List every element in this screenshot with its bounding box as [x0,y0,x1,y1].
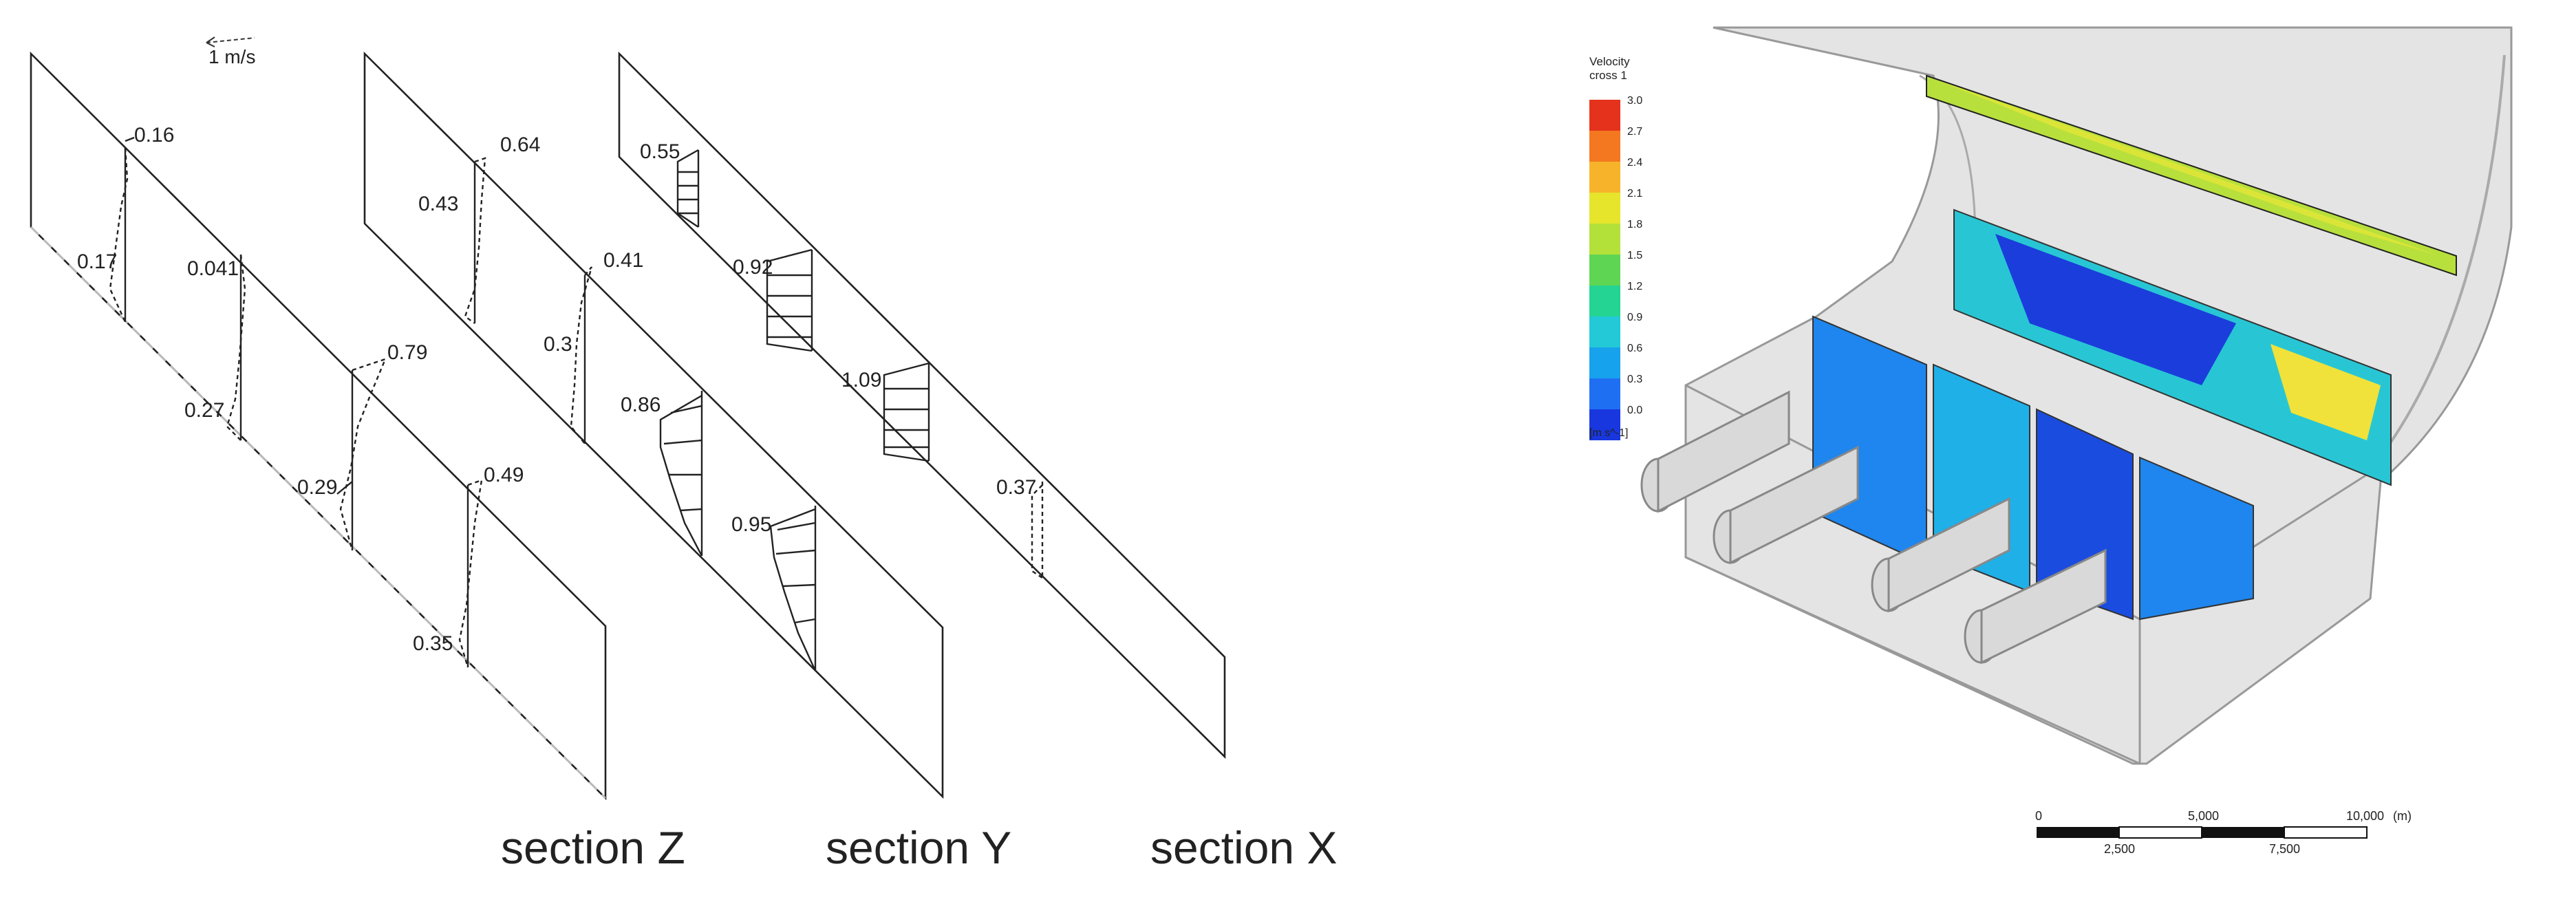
velocity-profiles [109,136,1044,671]
legend-swatch [1589,347,1620,378]
profile-z2-curve [226,254,246,441]
contour-top-band [1940,81,2436,255]
profile-y3-curve [659,391,703,557]
value-label-z6: 0.29 [297,476,337,499]
hull-side-curve [2365,54,2506,476]
legend-swatch [1589,100,1620,131]
contour-middle-high [2271,344,2381,440]
legend-swatch [1589,193,1620,224]
cfd-3d-render [1640,26,2513,765]
section-x-plane [618,51,1226,760]
legend-title-line1: Velocity [1589,55,1630,68]
scale-bar: 0 5,000 10,000 (m) 2,500 7,500 [2035,809,2412,856]
legend-tick-label: 2.7 [1627,126,1642,138]
value-label-z5: 0.79 [387,341,427,364]
scale-bar-label-0: 0 [2035,809,2042,823]
profile-z3-arrow [336,481,353,495]
profile-y3-arrows [663,405,702,512]
value-label-x4: 0.37 [996,476,1036,499]
profile-x2-arrows [767,274,812,338]
legend-tick-label: 3.0 [1627,95,1642,107]
legend-swatch [1589,316,1620,347]
value-label-z8: 0.35 [413,632,453,655]
profile-x1-arrows [678,171,698,215]
scale-bar-label-5000: 5,000 [2188,809,2219,823]
section-z-title: section Z [501,822,685,873]
profile-x2-curve [766,248,813,352]
legend-tick-label: 0.9 [1627,312,1642,323]
value-label-z3: 0.041 [187,257,239,280]
section-z-dashed-line [30,226,606,799]
legend-tick-label: 0.3 [1627,374,1642,385]
value-label-y2: 0.43 [418,193,458,215]
value-label-y4: 0.3 [544,333,572,356]
legend-tick-label: 2.1 [1627,188,1642,200]
legend-tick-label: 0.6 [1627,343,1642,354]
contour-slice-low-3 [2036,408,2134,621]
profile-x1-curve [676,149,700,228]
profile-z1-curve [109,147,129,323]
section-y-plane [363,51,944,799]
isometric-sections-diagram [30,51,1226,801]
profile-x3-curve [883,362,930,462]
contour-middle-low [1995,234,2236,385]
contour-slice-low-4 [2139,456,2254,621]
profile-y4-arrows [775,521,816,624]
inlet-pipes [1640,390,2107,665]
profile-y2-curve [570,266,593,444]
profile-z3-curve [339,358,387,551]
profile-y1-curve [464,157,486,324]
section-y-title: section Y [826,822,1011,873]
legend-swatch [1589,409,1620,440]
value-label-y3: 0.41 [603,249,643,272]
legend-tick-label: 0.0 [1627,405,1642,416]
value-label-z1: 0.16 [134,124,174,147]
legend-tick-label: 1.8 [1627,219,1642,230]
value-label-x3: 1.09 [841,369,881,391]
value-label-y6: 0.95 [731,513,771,536]
scale-arrow-label: 1 m/s [208,46,255,67]
scale-arrow [206,36,255,47]
legend-swatch [1589,162,1620,193]
legend-ticks: 3.0 2.7 2.4 2.1 1.8 1.5 1.2 0.9 0.6 0.3 0.0 [1627,95,1642,416]
legend-tick-label: 1.2 [1627,281,1642,292]
legend-swatch [1589,131,1620,162]
value-label-x2: 0.92 [733,256,773,279]
legend-swatch [1589,224,1620,255]
value-label-x1: 0.55 [640,140,680,163]
legend-swatch [1589,378,1620,409]
profile-z1-arrow [125,136,135,142]
legend-swatch [1589,255,1620,286]
legend-tick-label: 1.5 [1627,250,1642,261]
section-x-title: section X [1150,822,1337,873]
legend-swatch [1589,286,1620,316]
profile-x4-curve [1031,482,1044,579]
profile-z4-curve [458,479,483,668]
scale-bar-label-10000: 10,000 [2346,809,2384,823]
legend-color-bar [1589,100,1620,440]
velocity-legend: Velocity cross 1 3.0 2.7 2.4 2.1 1.8 1.5 1.2 0.… [1589,55,1642,440]
scale-bar-unit: (m) [2393,809,2412,823]
value-label-z4: 0.27 [184,399,224,422]
legend-unit: [m s^-1] [1589,427,1628,439]
value-label-y1: 0.64 [500,133,540,156]
profile-y4-curve [769,506,817,671]
legend-title-line2: cross 1 [1589,69,1627,82]
scale-bar-label-2500: 2,500 [2104,842,2135,856]
legend-tick-label: 2.4 [1627,157,1642,169]
section-z-plane [30,51,607,801]
value-label-z7: 0.49 [484,464,524,486]
scale-bar-label-7500: 7,500 [2269,842,2300,856]
value-label-z2: 0.17 [77,250,117,273]
profile-x3-arrows [884,387,929,449]
value-label-y5: 0.86 [621,394,661,416]
